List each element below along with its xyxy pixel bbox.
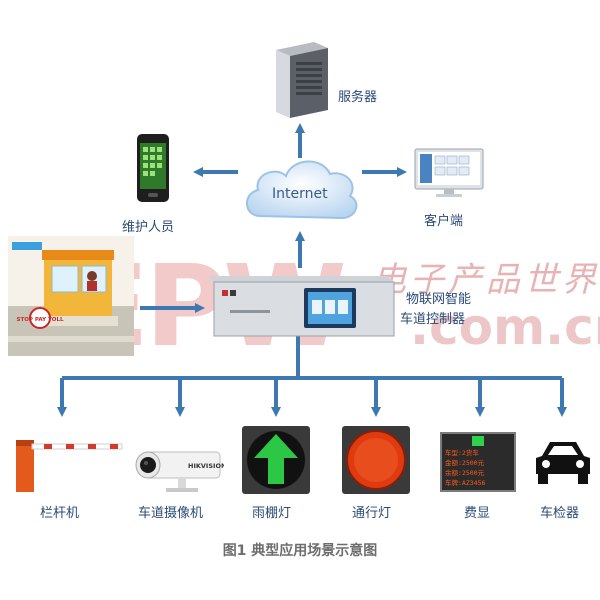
figure-caption: 图1 典型应用场景示意图 <box>222 543 378 559</box>
phone-icon <box>137 134 169 202</box>
fee-display-arrow-icon <box>472 436 484 446</box>
traffic-light-icon <box>342 426 410 494</box>
maintenance-label: 维护人员 <box>122 220 175 235</box>
client-label: 客户端 <box>424 214 464 229</box>
fee-line-4: 车牌:AZ3456 <box>445 479 486 487</box>
internet-label: Internet <box>272 186 328 202</box>
svg-text:STOP PAY TOLL: STOP PAY TOLL <box>17 317 64 323</box>
camera-icon: HIKVISION <box>135 451 224 492</box>
green-up-arrow-icon <box>254 434 298 484</box>
stop-pay-toll-sign: STOP PAY TOLL <box>17 307 64 329</box>
camera-label: 车道摄像机 <box>138 506 204 521</box>
toll-booth-image: STOP PAY TOLL <box>8 236 134 356</box>
traffic-light-label: 通行灯 <box>352 506 392 521</box>
internet-cloud-icon <box>246 160 358 220</box>
fee-display-label: 费显 <box>464 506 491 521</box>
vehicle-detector-label: 车检器 <box>540 506 580 521</box>
server-icon <box>276 42 328 118</box>
monitor-icon <box>414 148 484 197</box>
fee-line-1: 车型:2货车 <box>445 449 479 457</box>
controller-label-line2: 车道控制器 <box>400 312 466 327</box>
car-icon <box>536 442 590 484</box>
canopy-light-icon <box>242 426 310 494</box>
controller-label-line1: 物联网智能 <box>406 292 472 307</box>
barrier-gate-icon <box>16 440 123 492</box>
fee-display-icon: 车型:2货车 金额:2500元 余额:2500元 车牌:AZ3456 <box>440 432 516 492</box>
server-label: 服务器 <box>338 90 378 105</box>
canopy-light-label: 雨棚灯 <box>252 506 292 521</box>
camera-brand: HIKVISION <box>188 462 224 470</box>
fee-line-3: 余额:2500元 <box>445 469 485 477</box>
fee-display-screen: 车型:2货车 金额:2500元 余额:2500元 车牌:AZ3456 <box>445 448 513 488</box>
fee-line-2: 金额:2500元 <box>445 459 485 467</box>
barrier-label: 栏杆机 <box>40 506 80 521</box>
lane-controller-icon <box>208 276 395 337</box>
